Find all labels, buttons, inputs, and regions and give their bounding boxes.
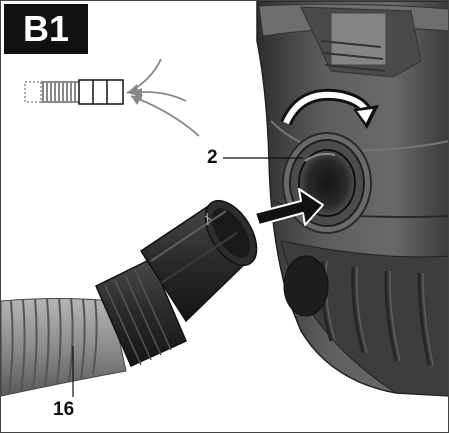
curved-arrow-icon [280,88,379,129]
hose-inset-icon [24,79,124,105]
suction-port [282,132,372,234]
callout-label-port: 2 [207,147,218,168]
figure-badge: B1 [4,4,88,54]
hose-assembly [1,199,258,397]
callout-label-hose: 16 [53,399,75,420]
airflow-arrows-icon [126,58,200,137]
push-arrow-icon [254,188,324,226]
